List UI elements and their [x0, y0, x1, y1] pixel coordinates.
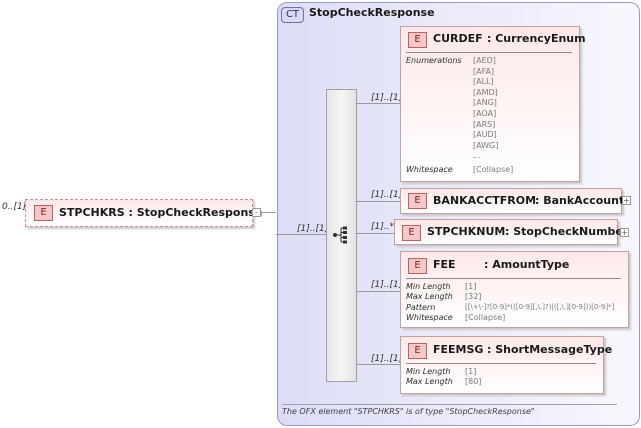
connector-line — [356, 364, 400, 365]
property-label: Min Length — [406, 367, 451, 376]
enum-value: [ARS] — [473, 119, 496, 129]
complex-type-badge: CT — [281, 7, 304, 23]
connector-line — [356, 233, 394, 234]
element-badge: E — [408, 343, 427, 359]
bankacctfrom-element-box[interactable]: E BANKACCTFROM : BankAccount — [400, 188, 625, 214]
enumeration-list: [AED] [AFA] [ALL] [AMD] [ANG] [AOA] [ARS… — [473, 56, 498, 162]
element-name: CURDEF — [433, 32, 483, 45]
enum-value: [AOA] — [473, 108, 497, 118]
element-name: FEEMSG — [433, 343, 484, 356]
element-type: : StopCheckNumber — [505, 225, 629, 238]
property-value: [32] — [465, 292, 482, 301]
element-type: : AmountType — [484, 258, 570, 271]
separator — [406, 363, 596, 364]
collapse-toggle-icon[interactable]: - — [252, 208, 261, 217]
property-label: Pattern — [406, 303, 436, 312]
whitespace-label: Whitespace — [406, 165, 453, 174]
connector-line — [276, 234, 326, 235]
expand-toggle-icon[interactable]: + — [622, 196, 631, 205]
fee-multiplicity: [1]..[1] — [371, 280, 403, 290]
enumerations-label: Enumerations — [406, 56, 462, 65]
root-element-box[interactable]: E STPCHKRS : StopCheckResponse — [25, 199, 262, 227]
whitespace-value: [Collapse] — [473, 165, 514, 174]
sequence-multiplicity: [1]..[1] — [297, 224, 329, 234]
property-value: [1] — [465, 367, 477, 376]
connector-line — [356, 103, 400, 104]
footer-note: The OFX element "STPCHKRS" is of type "S… — [282, 407, 535, 416]
element-type: : CurrencyEnum — [487, 32, 586, 45]
enum-value: [AUD] — [473, 130, 497, 140]
property-value: [[\+\-]?[0-9]*(([0-9][,\.]?)|([,\.][0-9]… — [465, 303, 615, 311]
feemsg-element-box[interactable]: E FEEMSG : ShortMessageType Min Length [… — [400, 336, 612, 394]
separator — [406, 52, 572, 53]
fee-element-box[interactable]: E FEE : AmountType Min Length [1] Max Le… — [400, 251, 629, 328]
feemsg-multiplicity: [1]..[1] — [371, 354, 403, 364]
connector-line — [356, 291, 400, 292]
stpchknum-element-box[interactable]: E STPCHKNUM : StopCheckNumber — [394, 219, 628, 245]
element-name: BANKACCTFROM — [433, 194, 537, 207]
property-value: [80] — [465, 377, 482, 386]
property-label: Min Length — [406, 282, 451, 291]
enum-value: [AED] — [473, 56, 496, 65]
enum-value: [ALL] — [473, 77, 494, 87]
element-badge: E — [402, 225, 421, 241]
element-badge: E — [34, 205, 53, 221]
footer-separator — [282, 404, 617, 405]
stpchknum-multiplicity: [1]..* — [371, 222, 394, 232]
connector-line — [261, 212, 276, 213]
complex-type-title: StopCheckResponse — [309, 6, 435, 19]
property-label: Whitespace — [406, 313, 453, 322]
sequence-icon — [333, 226, 347, 244]
element-type: : ShortMessageType — [487, 343, 613, 356]
bankacctfrom-multiplicity: [1]..[1] — [371, 190, 403, 200]
element-badge: E — [408, 193, 427, 209]
curdef-element-box[interactable]: E CURDEF : CurrencyEnum Enumerations Whi… — [400, 26, 586, 182]
element-name: STPCHKNUM — [427, 225, 506, 238]
expand-toggle-icon[interactable]: + — [620, 228, 629, 237]
separator — [406, 278, 621, 279]
root-element-title: STPCHKRS : StopCheckResponse — [59, 206, 263, 219]
enum-value: [AWG] — [473, 140, 499, 150]
enum-value: ... — [473, 151, 481, 161]
enum-value: [AFA] — [473, 66, 495, 76]
property-value: [1] — [465, 282, 477, 291]
property-value: [Collapse] — [465, 313, 506, 322]
root-multiplicity: 0..[1] — [2, 202, 27, 212]
element-badge: E — [408, 32, 427, 48]
element-name: FEE — [433, 258, 456, 271]
enum-value: [ANG] — [473, 98, 497, 108]
property-label: Max Length — [406, 292, 453, 301]
enum-value: [AMD] — [473, 87, 498, 97]
element-type: : BankAccount — [535, 194, 625, 207]
element-badge: E — [408, 258, 427, 274]
property-label: Max Length — [406, 377, 453, 386]
connector-line — [356, 201, 400, 202]
curdef-multiplicity: [1]..[1] — [371, 93, 403, 103]
